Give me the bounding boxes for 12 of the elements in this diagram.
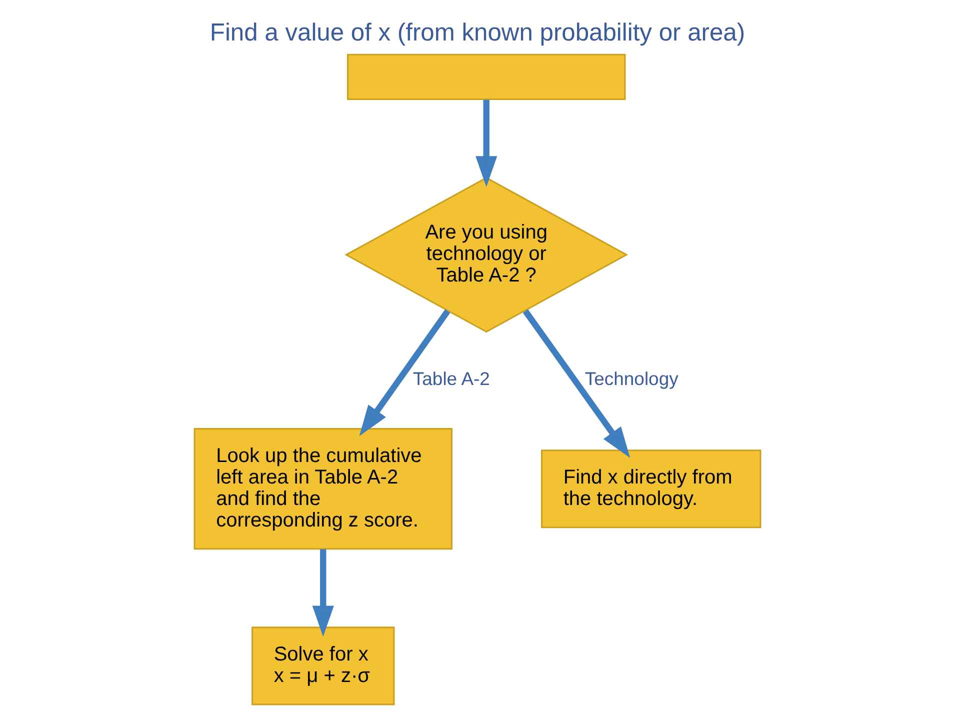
edge-label: Technology <box>584 368 678 390</box>
arrow <box>475 100 497 188</box>
node-box: Solve for x x = μ + z·σ <box>251 626 394 706</box>
node-box: Look up the cumulative left area in Table A-2 and find the corresponding z score. <box>193 428 452 550</box>
node-box <box>346 54 626 100</box>
edge-label: Table A-2 <box>412 368 490 390</box>
arrow <box>312 549 334 637</box>
arrow <box>358 309 450 436</box>
arrow <box>522 309 630 458</box>
node-box: Find x directly from the technology. <box>540 450 761 528</box>
node-diamond: Are you using technology or Table A-2 ? <box>344 176 628 333</box>
diagram-title: Find a value of x (from known probability or area) <box>209 19 745 46</box>
